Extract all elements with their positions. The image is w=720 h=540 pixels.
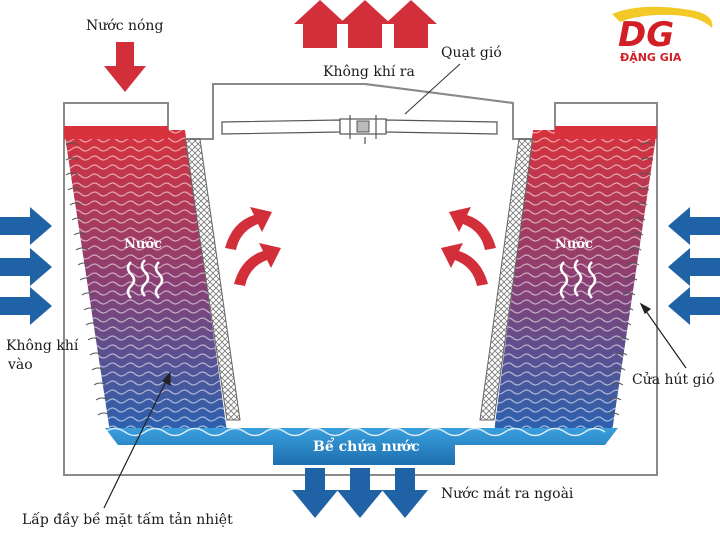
fan	[221, 115, 498, 144]
intake-slats-left	[65, 142, 111, 416]
air-in-label-line1: Không khí	[6, 338, 79, 354]
fill-media-left	[64, 126, 227, 432]
steam-left-icon	[126, 259, 164, 299]
water-right-label: Nước	[555, 237, 593, 252]
water-basin	[104, 427, 618, 465]
fill-media-right	[494, 126, 657, 432]
air-out-arrows-icon	[294, 0, 437, 48]
hot-water-label: Nước nóng	[86, 18, 163, 34]
fill-media-label: Lấp đầy bề mặt tấm tản nhiệt	[22, 511, 233, 528]
basin-label: Bể chứa nước	[313, 437, 420, 455]
rising-air-arrows-icon	[225, 207, 496, 286]
air-in-arrows-left-icon	[0, 207, 52, 325]
air-out-label: Không khí ra	[323, 64, 415, 80]
louver-right	[479, 138, 534, 421]
cool-water-out-label: Nước mát ra ngoài	[441, 485, 574, 502]
logo-name: ĐẶNG GIA	[620, 50, 682, 64]
air-in-arrows-right-icon	[668, 207, 720, 325]
air-in-label-line2: vào	[7, 356, 33, 373]
brand-logo: DG ĐẶNG GIA	[612, 6, 713, 64]
intake-label: Cửa hút gió	[632, 371, 715, 388]
fan-leader-line	[404, 63, 461, 115]
louver-left	[184, 138, 241, 421]
water-left-label: Nước	[124, 237, 162, 252]
cool-water-out-arrows-icon	[292, 468, 428, 518]
fan-label: Quạt gió	[441, 45, 502, 61]
logo-mark: DG	[618, 15, 674, 55]
steam-right-icon	[559, 259, 597, 299]
intake-slats-right	[606, 142, 654, 416]
leader-lines	[103, 302, 687, 509]
hot-water-arrow-icon	[104, 42, 146, 92]
